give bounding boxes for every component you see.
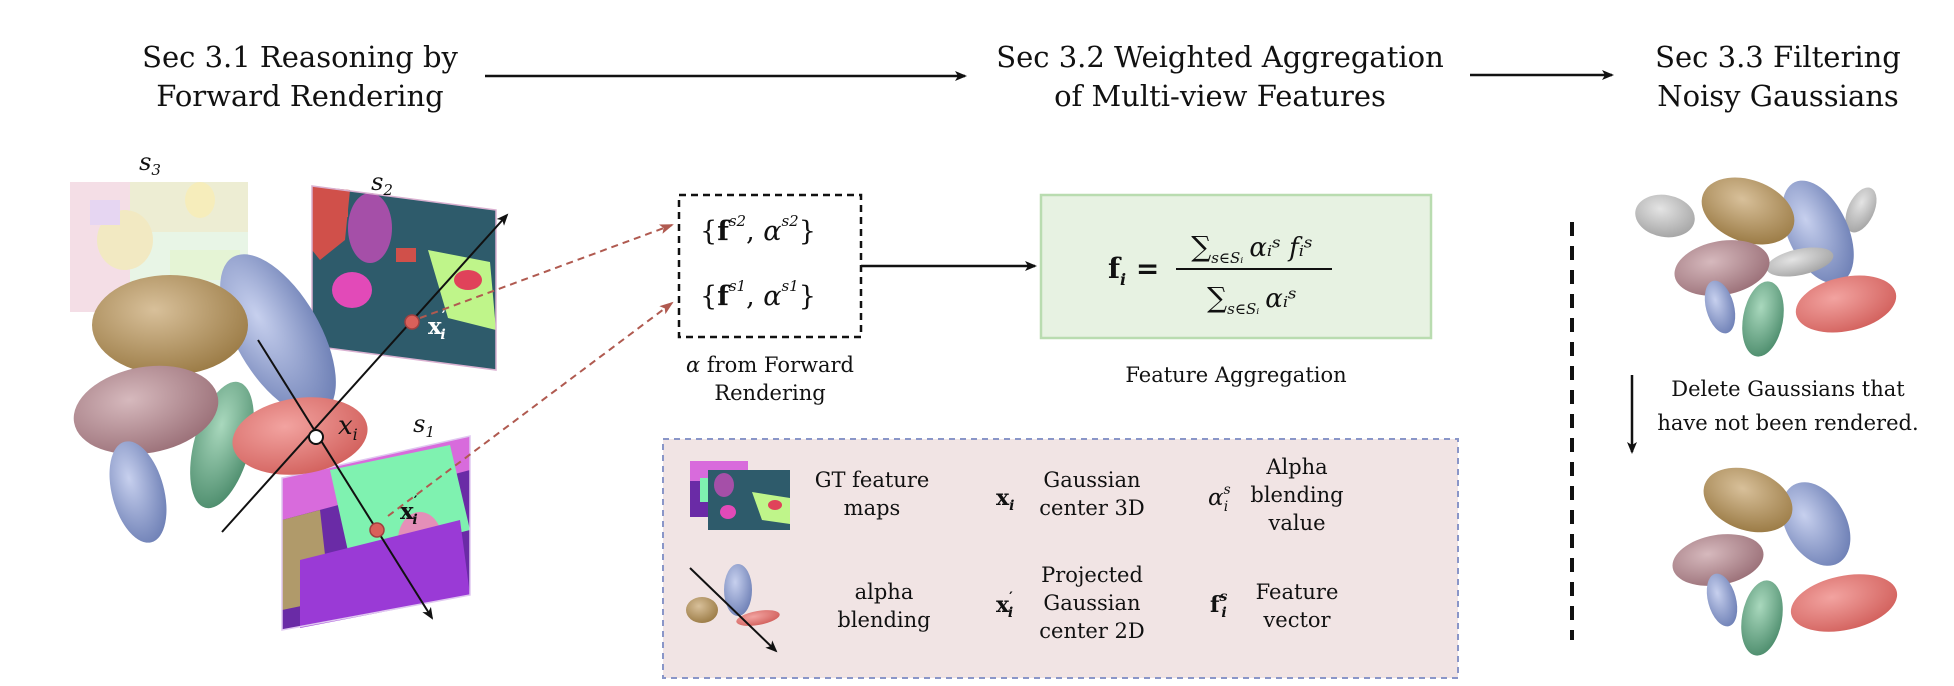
section-3-1-line2: Forward Rendering (156, 79, 443, 113)
view-s2-image (311, 185, 497, 371)
filter-caption-line2: have not been rendered. (1657, 411, 1918, 435)
label-s1: s1 (413, 410, 435, 441)
section-title-3-1: Sec 3.1 Reasoning by Forward Rendering (142, 40, 458, 113)
projected-point-s1 (369, 522, 385, 538)
legend-alpha-line1: Alpha (1265, 455, 1327, 479)
view-s3-image (70, 182, 248, 312)
feature-set-caption-line2: Rendering (714, 381, 825, 405)
label-xi: xi (338, 411, 358, 444)
legend-blend-line2: blending (837, 608, 930, 632)
legend-blend-line1: alpha (855, 580, 914, 604)
legend-box: GT feature maps xi Gaussian center 3D αs… (662, 438, 1459, 679)
legend-alpha-line2: blending (1250, 483, 1343, 507)
legend-gt-maps-line1: GT feature (815, 468, 930, 492)
section-title-3-2: Sec 3.2 Weighted Aggregation of Multi-vi… (996, 40, 1444, 113)
label-xprime-s1: x′i (400, 494, 418, 528)
gaussians-after-filter (1672, 467, 1898, 656)
feature-set-row-s2: {fs2, αs2} (700, 212, 816, 247)
legend-f-line1: Feature (1256, 580, 1339, 604)
feature-set-row-s1: {fs1, αs1} (700, 277, 816, 312)
legend-xi-line1: Gaussian (1043, 468, 1140, 492)
section-3-2-line2: of Multi-view Features (1054, 79, 1386, 113)
section-title-3-3: Sec 3.3 Filtering Noisy Gaussians (1655, 40, 1901, 113)
legend-f-line2: vector (1262, 608, 1331, 632)
gaussians-before-filter (1635, 177, 1897, 357)
legend-xprime-line1: Projected (1041, 563, 1143, 587)
gt-feature-maps-icon (690, 461, 790, 530)
legend-gt-maps-line2: maps (844, 496, 901, 520)
aggregation-lhs: fi = (1108, 252, 1159, 289)
legend-xi-symbol: xi (996, 485, 1014, 514)
point-xi (308, 429, 324, 445)
label-s3: s3 (139, 148, 161, 179)
gaussian-cluster-3d (73, 254, 368, 543)
filter-caption-line1: Delete Gaussians that (1671, 377, 1905, 401)
section-3-1-line1: Sec 3.1 Reasoning by (142, 40, 458, 74)
legend-xprime-line3: center 2D (1039, 619, 1145, 643)
ray-to-s2 (221, 213, 509, 533)
section-3-3-line2: Noisy Gaussians (1657, 79, 1899, 113)
feature-set-caption-line1: α from Forward (686, 353, 854, 377)
legend-alpha-line3: value (1267, 511, 1325, 535)
alpha-blending-icon (686, 564, 780, 653)
legend-xprime-symbol: x′i (996, 590, 1013, 621)
dashed-arrow-s2 (419, 224, 674, 319)
aggregation-caption: Feature Aggregation (1125, 363, 1346, 387)
ray-to-s1 (257, 339, 434, 620)
feature-set-box: {fs2, αs2} {fs1, αs1} (677, 193, 863, 339)
section-3-3-line1: Sec 3.3 Filtering (1655, 40, 1901, 74)
label-s2: s2 (371, 168, 393, 199)
legend-xprime-line2: Gaussian (1043, 591, 1140, 615)
projected-point-s2 (404, 314, 420, 330)
section-3-2-line1: Sec 3.2 Weighted Aggregation (996, 40, 1444, 74)
label-xprime-s2: x′i (428, 309, 446, 343)
legend-xi-line2: center 3D (1039, 496, 1145, 520)
